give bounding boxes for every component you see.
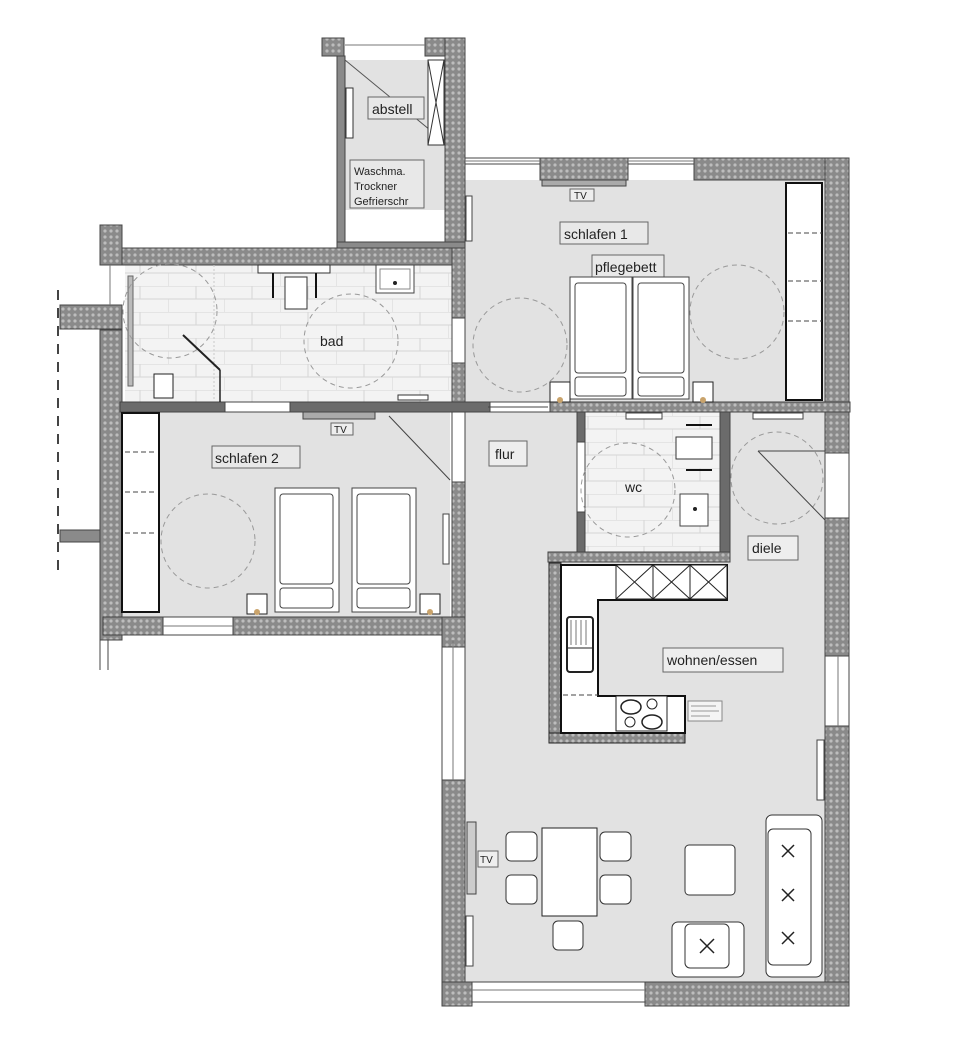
schlafen2-label: schlafen 2 [215, 450, 279, 466]
abstell-note-line-1: Waschma. [354, 166, 406, 178]
turning-circle [730, 431, 824, 525]
walls [59, 37, 851, 1007]
schlafen1-room: TV schlafen 1 pflegebett [465, 179, 823, 408]
towel-bar [397, 394, 429, 401]
abstell-note-box [349, 159, 425, 209]
chair [505, 874, 538, 905]
care-bed-right [632, 276, 690, 400]
bad-label: bad [320, 333, 343, 349]
schlafen2-room: TV schlafen 2 [121, 411, 451, 615]
diele-room: diele [730, 412, 826, 561]
wohnen-essen-room: wohnen/essen TV [465, 647, 825, 978]
wardrobe [121, 412, 160, 613]
care-bed-left [569, 276, 633, 400]
abstell-label: abstell [372, 101, 412, 117]
upper-cabinets [615, 564, 728, 600]
turning-circle [160, 493, 256, 589]
chair [599, 874, 632, 905]
abstell-note-line-2: Trockner [354, 181, 397, 193]
schlafen1-label: schlafen 1 [564, 226, 628, 242]
flur-label: flur [495, 446, 515, 462]
wc-room: wc [580, 412, 713, 538]
turning-circle [472, 297, 568, 393]
abstell-note-line-3: Gefrierschr [354, 196, 409, 208]
turning-circle [689, 264, 785, 360]
chair [599, 831, 632, 862]
sofa [765, 814, 823, 978]
armchair [671, 921, 745, 978]
pflegebett-label: pflegebett [595, 259, 657, 275]
chair [505, 831, 538, 862]
schlafen2-tv-label: TV [334, 425, 347, 436]
turning-circle [580, 442, 676, 538]
chair [552, 920, 584, 951]
wohnen-tv-label: TV [480, 855, 493, 866]
bad-room: bad [122, 263, 429, 402]
tv-unit [541, 179, 627, 187]
flur-room: flur [488, 440, 528, 467]
coffee-table [684, 844, 736, 896]
bed-left [274, 487, 340, 613]
turning-circle [303, 293, 399, 389]
turning-circle [122, 263, 218, 359]
toilet [675, 436, 713, 460]
wc-floor [585, 412, 725, 552]
windows [109, 44, 839, 991]
toilet [284, 276, 308, 310]
abstell-room: abstell Waschma. Trockner Gefrierschr [344, 59, 445, 209]
schlafen1-tv-label: TV [574, 191, 587, 202]
wardrobe [785, 182, 823, 401]
wohnen-essen-label: wohnen/essen [666, 652, 757, 668]
wohnen-floor [465, 555, 825, 990]
bed-right [351, 487, 417, 613]
kitchen [548, 562, 728, 744]
shower-seat [153, 373, 174, 399]
wc-label: wc [624, 479, 642, 495]
tv-unit [466, 821, 477, 895]
diele-label: diele [752, 540, 782, 556]
abstell-label-box [367, 96, 425, 120]
dining-table [541, 827, 598, 917]
diele-floor [730, 412, 825, 555]
